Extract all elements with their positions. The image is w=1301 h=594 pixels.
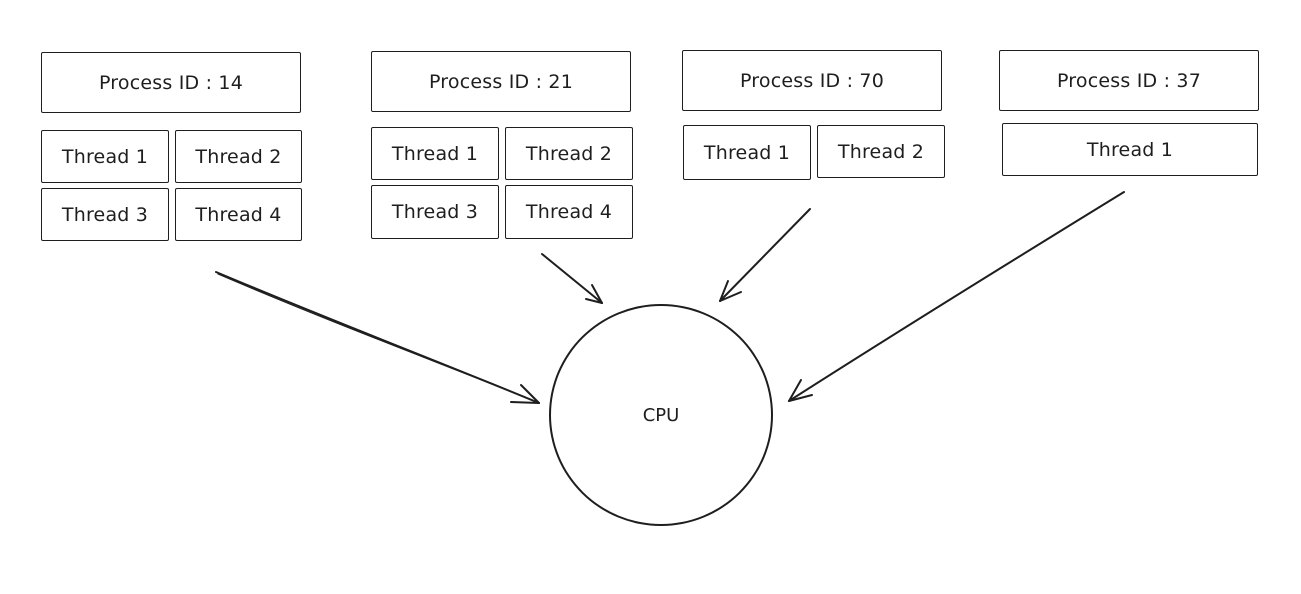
thread-label: Thread 2 [525,142,613,165]
process-37-box: Process ID : 37 [999,50,1259,111]
process-14-thread-4: Thread 4 [175,188,302,241]
thread-label: Thread 1 [1086,138,1174,161]
process-70-box: Process ID : 70 [682,50,942,111]
process-70-thread-2: Thread 2 [817,125,945,178]
cpu-label: CPU [642,404,680,426]
cpu-node: CPU [549,304,773,526]
thread-label: Thread 3 [391,201,479,223]
process-21-thread-1: Thread 1 [371,127,499,180]
arrow-process-37-to-cpu [788,191,1125,402]
thread-label: Thread 4 [195,203,282,226]
arrow-process-14-to-cpu [215,271,540,404]
process-21-label: Process ID : 21 [428,70,573,93]
process-70-label: Process ID : 70 [739,69,884,92]
process-14-thread-1: Thread 1 [41,130,169,183]
process-21-thread-4: Thread 4 [505,185,633,239]
process-21-thread-2: Thread 2 [505,127,633,180]
process-14-box: Process ID : 14 [41,52,301,113]
process-14-label: Process ID : 14 [98,71,243,94]
thread-label: Thread 3 [61,203,149,226]
process-14-thread-2: Thread 2 [175,130,302,183]
process-37-thread-1: Thread 1 [1002,123,1258,176]
process-37-label: Process ID : 37 [1056,69,1201,92]
process-21-thread-3: Thread 3 [371,185,499,239]
process-70-thread-1: Thread 1 [683,125,811,180]
thread-label: Thread 1 [61,145,149,168]
process-14-thread-3: Thread 3 [41,188,169,241]
thread-label: Thread 1 [703,141,791,164]
thread-label: Thread 1 [391,142,479,165]
thread-label: Thread 2 [837,140,925,163]
arrow-process-70-to-cpu [719,208,811,302]
arrow-process-21-to-cpu [541,253,603,304]
process-21-box: Process ID : 21 [371,51,631,112]
thread-label: Thread 4 [525,201,613,223]
thread-label: Thread 2 [195,145,282,168]
